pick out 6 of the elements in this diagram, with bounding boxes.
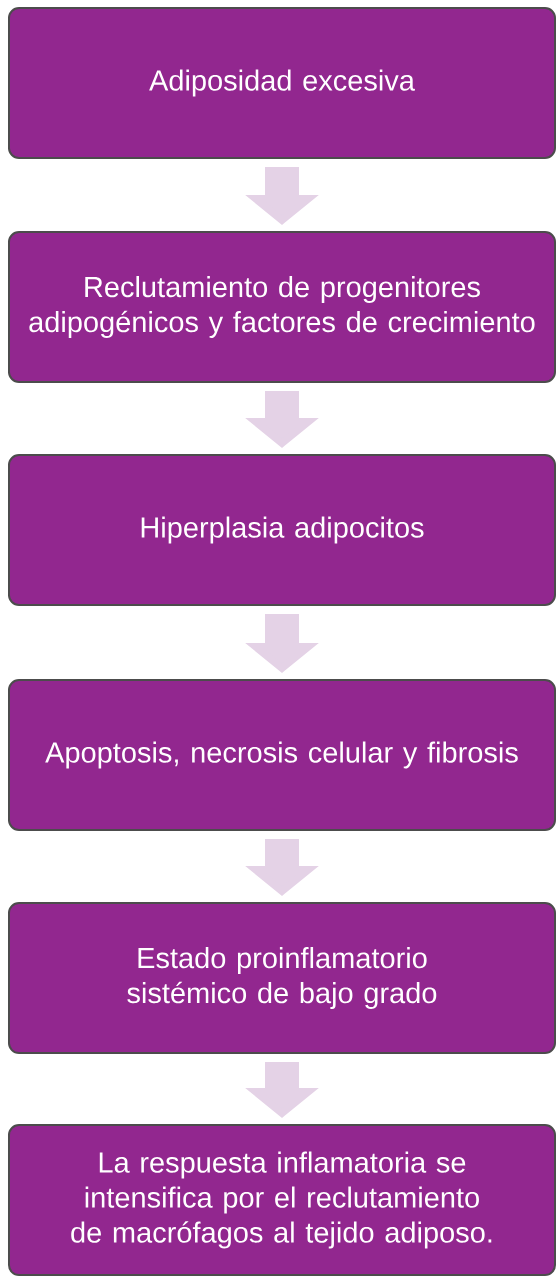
- process-box: Hiperplasia adipocitos: [8, 454, 556, 606]
- process-box: Adiposidad excesiva: [8, 7, 556, 159]
- process-box: La respuesta inflamatoria se intensifica por el reclutamiento de macrófagos al tejido adiposo.: [8, 1124, 556, 1276]
- process-box: Estado proinflamatorio sistémico de bajo grado: [8, 902, 556, 1054]
- process-box: Reclutamiento de progenitores adipogénicos y factores de crecimiento: [8, 231, 556, 383]
- process-box: Apoptosis, necrosis celular y fibrosis: [8, 679, 556, 831]
